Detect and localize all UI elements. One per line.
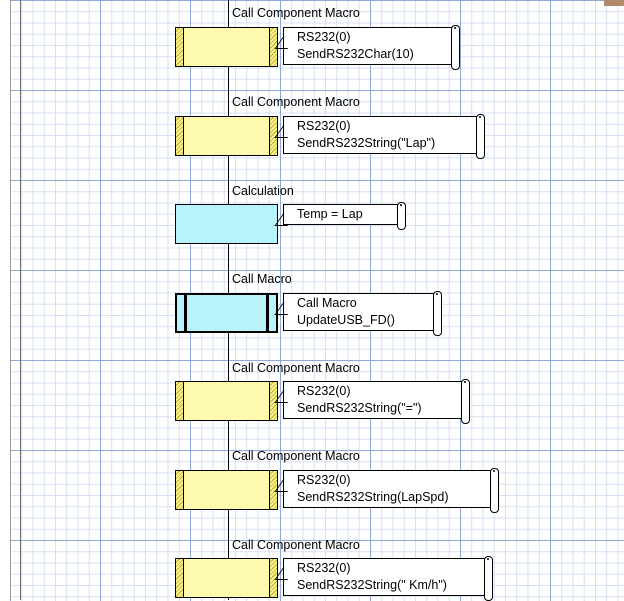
comment-line: RS232(0)	[297, 473, 351, 487]
comment-line: RS232(0)	[297, 561, 351, 575]
comment-line: Call Macro	[297, 296, 357, 310]
calculation-block[interactable]	[175, 204, 278, 244]
block-comment: RS232(0) SendRS232String("=")	[283, 379, 470, 424]
comment-line: SendRS232String(" Km/h")	[297, 578, 447, 592]
scroll-curl-icon	[484, 556, 493, 601]
comment-line: RS232(0)	[297, 384, 351, 398]
block-comment: RS232(0) SendRS232String(LapSpd)	[283, 468, 499, 513]
comment-line: SendRS232String(LapSpd)	[297, 490, 449, 504]
block-title: Call Component Macro	[232, 449, 360, 463]
scroll-curl-icon	[451, 25, 460, 70]
block-title: Calculation	[232, 184, 294, 198]
left-margin-line	[20, 0, 21, 600]
comment-line: SendRS232String("=")	[297, 401, 422, 415]
block-comment: RS232(0) SendRS232String("Lap")	[283, 114, 485, 159]
block-comment: Temp = Lap	[283, 202, 406, 230]
scroll-curl-icon	[397, 202, 406, 230]
block-title: Call Component Macro	[232, 95, 360, 109]
scroll-curl-icon	[461, 379, 470, 424]
comment-line: RS232(0)	[297, 119, 351, 133]
block-title: Call Component Macro	[232, 361, 360, 375]
block-title: Call Component Macro	[232, 6, 360, 20]
call-macro-block[interactable]	[175, 293, 278, 333]
comment-line: UpdateUSB_FD()	[297, 313, 395, 327]
component-macro-block[interactable]	[175, 116, 278, 156]
block-comment: RS232(0) SendRS232Char(10)	[283, 25, 460, 70]
block-comment: Call Macro UpdateUSB_FD()	[283, 291, 442, 336]
scroll-curl-icon	[490, 468, 499, 513]
block-comment: RS232(0) SendRS232String(" Km/h")	[283, 556, 493, 601]
comment-line: SendRS232Char(10)	[297, 47, 414, 61]
block-title: Call Macro	[232, 272, 292, 286]
component-macro-block[interactable]	[175, 27, 278, 67]
comment-line: SendRS232String("Lap")	[297, 136, 436, 150]
scroll-curl-icon	[433, 291, 442, 336]
scroll-curl-icon	[476, 114, 485, 159]
component-macro-block[interactable]	[175, 470, 278, 510]
left-margin-bar	[0, 0, 11, 600]
comment-line: RS232(0)	[297, 30, 351, 44]
component-macro-block[interactable]	[175, 381, 278, 421]
comment-line: Temp = Lap	[297, 207, 363, 221]
block-title: Call Component Macro	[232, 538, 360, 552]
component-macro-block[interactable]	[175, 558, 278, 598]
corner-marker	[604, 0, 624, 6]
